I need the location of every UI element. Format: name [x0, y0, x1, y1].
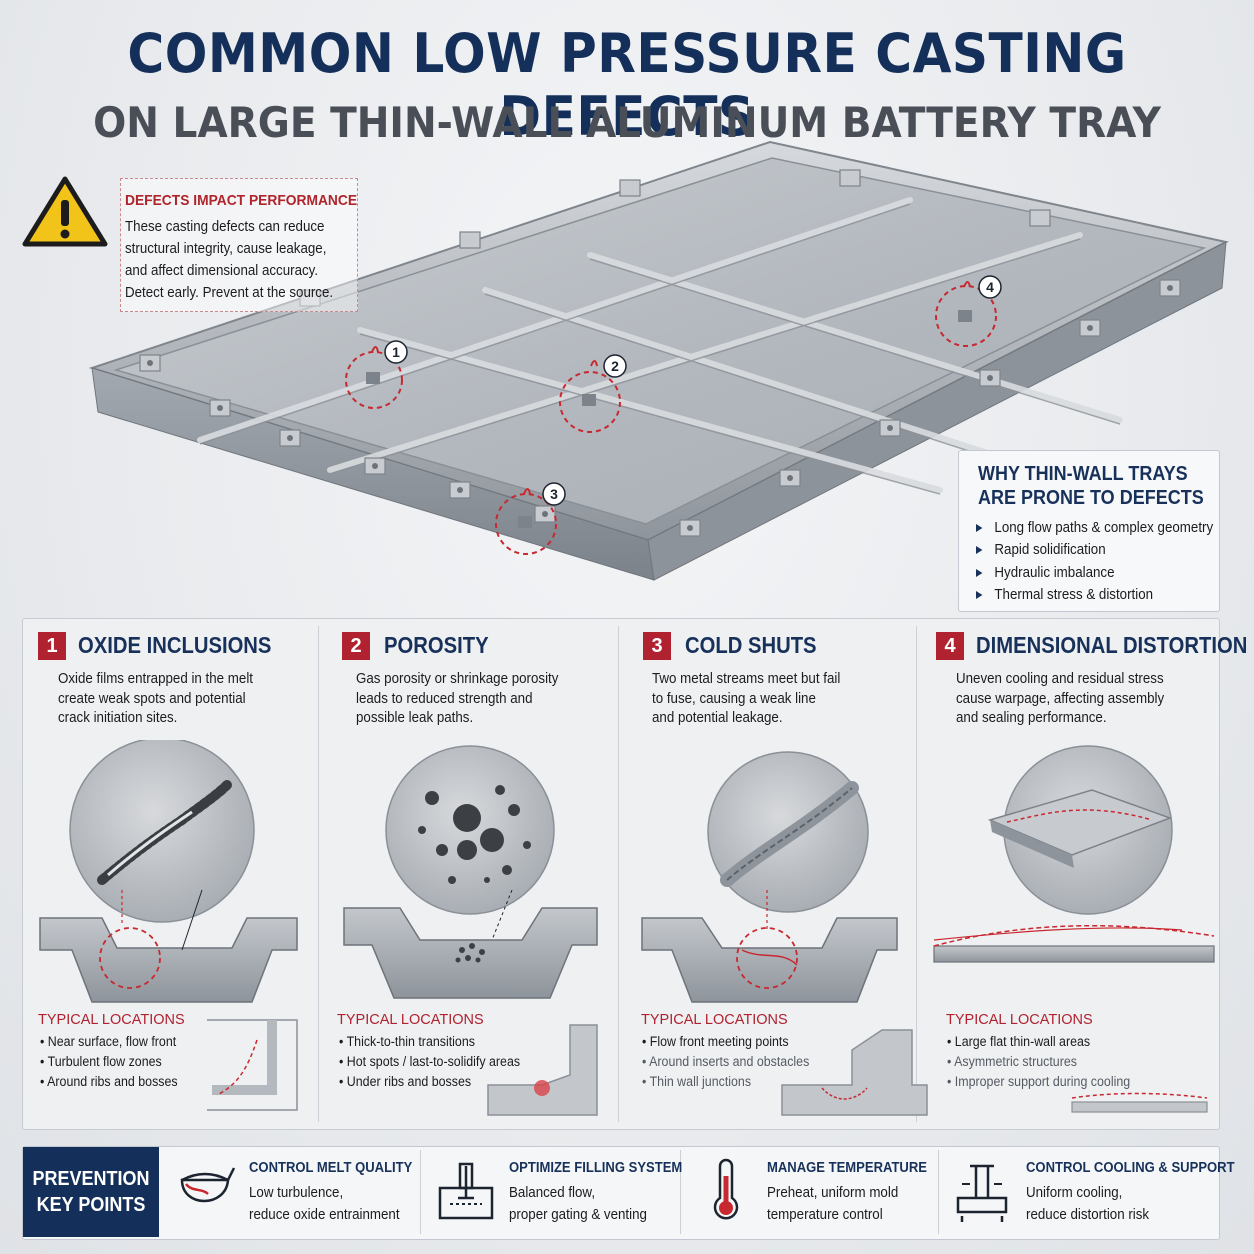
divider [420, 1150, 421, 1234]
prevention-title: OPTIMIZE FILLING SYSTEM [509, 1160, 683, 1176]
prevention-desc: Uniform cooling,reduce distortion risk [1026, 1185, 1150, 1223]
cold-shut-section [641, 890, 898, 1003]
list-item: Rapid solidification [976, 539, 1213, 561]
typical-locations-list: • Flow front meeting points • Around ins… [642, 1034, 810, 1089]
warning-box [120, 178, 358, 312]
typical-locations-list: • Near surface, flow front • Turbulent f… [40, 1034, 178, 1089]
distortion-location-diagram [1071, 1092, 1208, 1113]
divider [318, 626, 319, 1122]
list-item: Long flow paths & complex geometry [976, 517, 1213, 539]
defect-title: OXIDE INCLUSIONS [78, 632, 272, 658]
why-list: Long flow paths & complex geometry Rapid… [976, 517, 1234, 606]
defect-title: COLD SHUTS [685, 632, 817, 658]
prevention-title: CONTROL COOLING & SUPPORT [1026, 1160, 1235, 1176]
svg-text:2: 2 [611, 358, 619, 374]
porosity-closeup [385, 745, 555, 915]
defect-illustrations [39, 740, 1215, 1116]
distortion-section [933, 924, 1215, 963]
defect-number: 4 [936, 632, 964, 660]
oxide-location-diagram [207, 1019, 298, 1111]
warning-triangle-icon [22, 176, 108, 247]
typical-locations-label: TYPICAL LOCATIONS [38, 1012, 185, 1028]
svg-text:3: 3 [550, 486, 558, 502]
svg-text:4: 4 [986, 279, 994, 295]
defect-title: POROSITY [384, 632, 489, 658]
prevention-title: MANAGE TEMPERATURE [767, 1160, 927, 1176]
defect-number: 1 [38, 632, 66, 660]
cold-shut-location-diagram [781, 1029, 928, 1116]
warning-heading: DEFECTS IMPACT PERFORMANCE [125, 192, 358, 209]
typical-locations-label: TYPICAL LOCATIONS [641, 1012, 788, 1028]
prevention-desc: Low turbulence,reduce oxide entrainment [249, 1185, 400, 1223]
divider [680, 1150, 681, 1234]
arrow-right-icon [976, 546, 983, 555]
marker-3 [542, 482, 566, 506]
list-item: Thermal stress & distortion [976, 584, 1213, 606]
defect-number: 2 [342, 632, 370, 660]
arrow-right-icon [976, 568, 983, 577]
ladle-icon [180, 1167, 236, 1203]
why-thin-wall-box [958, 450, 1220, 612]
porosity-location-diagram [487, 1024, 598, 1116]
marker-2 [603, 354, 627, 378]
page-subtitle: ON LARGE THIN-WALL ALUMINUM BATTERY TRAY [93, 98, 1161, 147]
marker-1 [384, 340, 408, 364]
marker-4 [978, 275, 1002, 299]
defect-title: DIMENSIONAL DISTORTION [976, 632, 1248, 658]
prevention-desc: Balanced flow,proper gating & venting [509, 1185, 647, 1223]
typical-locations-label: TYPICAL LOCATIONS [337, 1012, 484, 1028]
page-title: COMMON LOW PRESSURE CASTING DEFECTS [127, 22, 1127, 148]
cooling-support-icon [956, 1164, 1008, 1222]
prevention-label: PREVENTION KEY POINTS [23, 1147, 159, 1237]
typical-locations-list: • Large flat thin-wall areas • Asymmetri… [947, 1034, 1131, 1089]
battery-tray-illustration: 1 2 3 4 [88, 140, 1229, 581]
thermometer-icon [713, 1158, 739, 1220]
arrow-right-icon [976, 524, 983, 533]
prevention-title: CONTROL MELT QUALITY [249, 1160, 413, 1176]
typical-locations-label: TYPICAL LOCATIONS [946, 1012, 1093, 1028]
defect-number: 3 [643, 632, 671, 660]
oxide-inclusion-closeup [69, 740, 255, 923]
svg-text:1: 1 [392, 344, 400, 360]
list-item: Hydraulic imbalance [976, 562, 1213, 584]
distortion-closeup [987, 745, 1173, 915]
arrow-right-icon [976, 591, 983, 600]
cold-shut-closeup [707, 751, 869, 913]
why-title: WHY THIN-WALL TRAYS ARE PRONE TO DEFECTS [978, 463, 1204, 509]
divider [618, 626, 619, 1122]
typical-locations-list: • Thick-to-thin transitions • Hot spots … [339, 1034, 521, 1089]
gating-system-icon [438, 1162, 494, 1220]
oxide-inclusion-section [39, 889, 298, 1003]
divider [916, 626, 917, 1122]
divider [938, 1150, 939, 1234]
porosity-section [343, 889, 598, 999]
warning-text: These casting defects can reduce structu… [125, 219, 334, 301]
